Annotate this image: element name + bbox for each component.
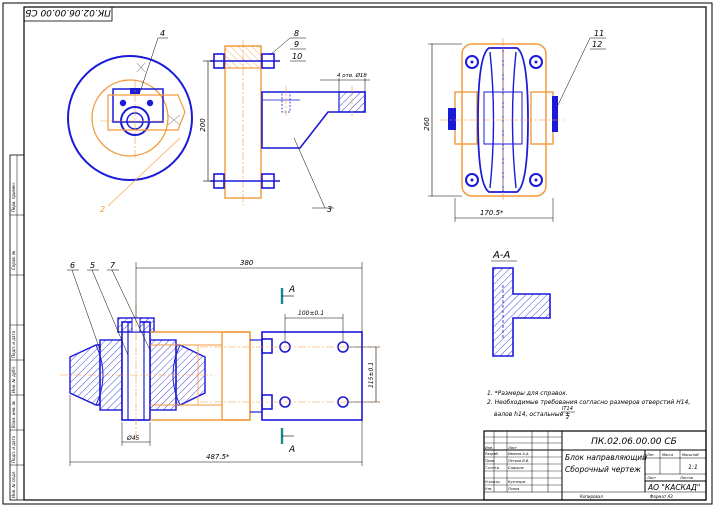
- tb-role-4: Н.контр.: [485, 480, 501, 484]
- strip-label-4: Инв. № дубл.: [11, 366, 16, 393]
- callout-2: 2: [100, 205, 105, 214]
- tb-role-5: Утв.: [485, 487, 492, 491]
- dim-bottom-dia: Ø45: [126, 435, 140, 442]
- top-stamp-code: ПК.02.06.00.00 СБ: [25, 7, 111, 17]
- tech-notes: 1. *Размеры для справок. 2. Необходимые …: [487, 390, 690, 421]
- note-fraction-bottom: 2: [566, 415, 569, 421]
- tb-doc-code: ПК.02.06.00.00 СБ: [591, 437, 677, 447]
- top-stamp: ПК.02.06.00.00 СБ: [23, 6, 113, 22]
- tb-col-mass: Масса: [662, 453, 673, 457]
- section-label: А-А: [492, 250, 510, 261]
- note-fraction-top: IT14: [562, 406, 573, 412]
- cut-mark-bottom: А: [288, 445, 295, 455]
- strip-label-3: Подп. и дата: [11, 330, 16, 358]
- tb-name-0: Лист: [507, 446, 518, 450]
- dim-right-width: 170.5*: [480, 209, 504, 217]
- tb-scale: 1:1: [688, 464, 698, 471]
- note-1: 1. *Размеры для справок.: [487, 390, 568, 397]
- callout-11: 11: [594, 29, 604, 38]
- plan-view: А А 380 100±0.1 115±0.1 Ø45 487.5* 6 5 7: [60, 259, 380, 466]
- strip-label-1: Перв. примен.: [11, 182, 16, 212]
- tb-name-5: Попов: [508, 487, 519, 491]
- tb-name-3: Сидоров: [508, 466, 524, 470]
- tb-role-2: Пров.: [485, 459, 495, 463]
- callout-8: 8: [294, 29, 299, 38]
- dim-right-height: 260: [423, 117, 431, 131]
- strip-label-7: Инв. № подл.: [11, 470, 16, 498]
- dim-bottom-pitch: 100±0.1: [298, 310, 324, 317]
- tb-sheets: Листов: [679, 476, 693, 480]
- callout-10: 10: [292, 52, 302, 61]
- callout-5: 5: [90, 261, 95, 270]
- dim-left-height: 200: [199, 118, 207, 132]
- callout-7: 7: [110, 261, 116, 270]
- side-view: 200 4 отв. Ø18: [67, 40, 370, 205]
- callout-6: 6: [70, 261, 75, 270]
- tb-title-2: Сборочный чертеж: [565, 465, 641, 474]
- cut-mark-top: А: [288, 285, 295, 295]
- tb-role-0: Изм.: [485, 446, 493, 450]
- note-2: 2. Необходимые требования согласно разме…: [487, 399, 690, 406]
- tb-company: АО "КАСКАД": [647, 483, 700, 492]
- callout-4: 4: [160, 29, 165, 38]
- tb-role-1: Разраб.: [485, 452, 499, 456]
- callouts-view1: 4 8 9 10 2 3: [100, 29, 334, 214]
- tb-sheet: Лист: [646, 476, 657, 480]
- strip-label-6: Подп. и дата: [11, 435, 16, 463]
- title-block: Изм. Разраб. Пров. Т.контр. Н.контр. Утв…: [483, 430, 707, 501]
- section-a-a: А-А: [491, 250, 551, 357]
- tb-role-3: Т.контр.: [485, 466, 500, 470]
- tb-title-1: Блок направляющий: [565, 453, 647, 462]
- callout-9: 9: [294, 40, 299, 49]
- tb-copied: Копировал: [580, 494, 603, 499]
- note-3: валов h14, остальные ±: [494, 411, 570, 418]
- callout-12: 12: [592, 40, 602, 49]
- tb-name-1: Иванов А.А.: [508, 452, 529, 456]
- tb-name-2: Петров В.В.: [508, 459, 529, 463]
- tb-col-scale: Масштаб: [682, 453, 699, 457]
- dim-top-slot: 4 отв. Ø18: [337, 72, 367, 79]
- tb-format: Формат А3: [650, 494, 673, 499]
- strip-label-2: Справ. №: [11, 251, 16, 270]
- left-strip: Перв. примен. Справ. № Подп. и дата Инв.…: [9, 154, 25, 501]
- strip-label-5: Взам. инв. №: [11, 401, 16, 428]
- dim-bottom-total: 487.5*: [206, 453, 230, 461]
- dim-bottom-right-height: 115±0.1: [368, 362, 375, 388]
- dim-bottom-length: 380: [240, 259, 254, 267]
- callout-3: 3: [327, 205, 332, 214]
- tb-col-lit: Лит.: [646, 453, 655, 457]
- tb-name-4: Кузнецов: [508, 480, 525, 484]
- front-view: 260 170.5* 11 12: [423, 29, 606, 222]
